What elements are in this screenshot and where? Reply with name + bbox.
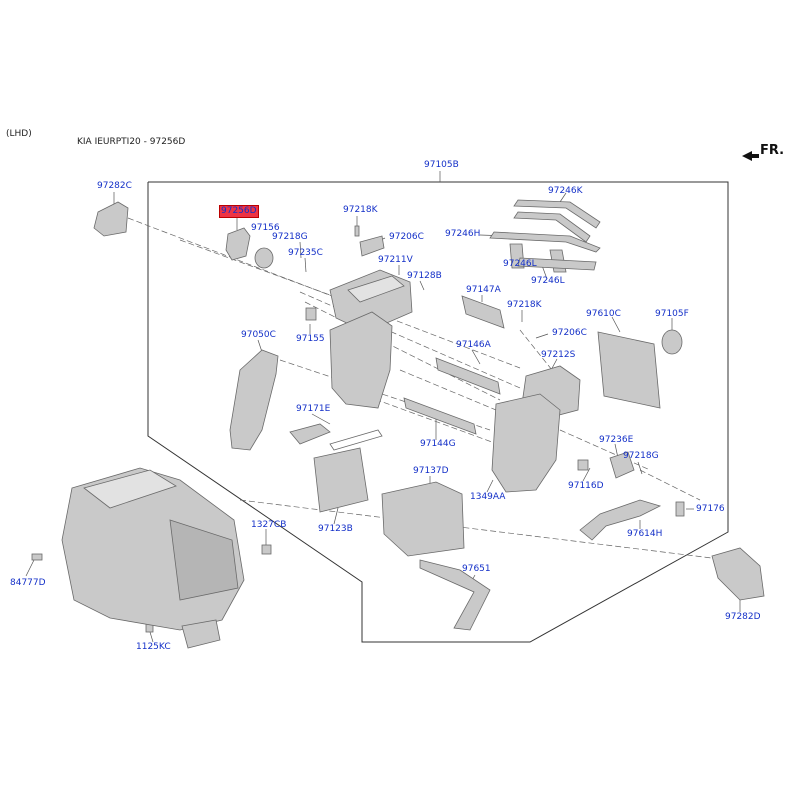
part-1327CB — [261, 544, 272, 555]
part-97282D — [711, 547, 765, 601]
callout-97147A[interactable]: 97147A — [466, 285, 501, 295]
callout-97105B[interactable]: 97105B — [424, 160, 459, 170]
part-97144G — [403, 397, 477, 435]
callout-97156[interactable]: 97156 — [251, 223, 280, 233]
callout-97282C[interactable]: 97282C — [97, 181, 132, 191]
part-case-right — [491, 393, 561, 493]
part-97176 — [675, 501, 685, 517]
callout-97176[interactable]: 97176 — [696, 504, 725, 514]
callout-97137D[interactable]: 97137D — [413, 466, 449, 476]
part-97156 — [254, 247, 274, 269]
part-97246H — [489, 231, 601, 253]
callout-97116D[interactable]: 97116D — [568, 481, 604, 491]
callout-97235C[interactable]: 97235C — [288, 248, 323, 258]
callout-97218K-mid[interactable]: 97218K — [507, 300, 542, 310]
callout-97212S[interactable]: 97212S — [541, 350, 576, 360]
part-97171E — [289, 423, 331, 445]
part-97147A — [461, 295, 505, 329]
callout-97105F[interactable]: 97105F — [655, 309, 689, 319]
part-97050C — [229, 349, 279, 451]
part-97146A — [435, 357, 501, 395]
front-direction-label: FR. — [760, 143, 785, 158]
callout-97211V[interactable]: 97211V — [378, 255, 413, 265]
callout-97206C-mid[interactable]: 97206C — [552, 328, 587, 338]
callout-97236E[interactable]: 97236E — [599, 435, 634, 445]
callout-97246L-right[interactable]: 97246L — [531, 276, 565, 286]
callout-97246L-left[interactable]: 97246L — [503, 259, 537, 269]
callout-97146A[interactable]: 97146A — [456, 340, 491, 350]
callout-97155[interactable]: 97155 — [296, 334, 325, 344]
orientation-label: (LHD) — [6, 129, 32, 139]
part-case-center — [329, 311, 393, 409]
callout-97218G-left[interactable]: 97218G — [272, 232, 308, 242]
part-97610C — [597, 331, 661, 409]
callout-97256D-highlighted[interactable]: 97256D — [219, 205, 259, 218]
part-97116D — [577, 459, 589, 471]
callout-97282D[interactable]: 97282D — [725, 612, 761, 622]
callout-1327CB[interactable]: 1327CB — [251, 520, 287, 530]
callout-97218G-right[interactable]: 97218G — [623, 451, 659, 461]
part-97246K — [513, 199, 601, 229]
callout-1125KC[interactable]: 1125KC — [136, 642, 171, 652]
front-arrow-icon — [742, 151, 759, 161]
callout-97171E[interactable]: 97171E — [296, 404, 331, 414]
callout-97614H[interactable]: 97614H — [627, 529, 663, 539]
callout-97218K-top[interactable]: 97218K — [343, 205, 378, 215]
callout-97144G[interactable]: 97144G — [420, 439, 456, 449]
part-97218K-a — [354, 225, 360, 237]
callout-97610C[interactable]: 97610C — [586, 309, 621, 319]
part-97137D — [381, 481, 465, 557]
part-97105F — [661, 329, 683, 355]
callout-97123B[interactable]: 97123B — [318, 524, 353, 534]
part-97206C-a — [359, 235, 385, 257]
callout-97651[interactable]: 97651 — [462, 564, 491, 574]
callout-1349AA[interactable]: 1349AA — [470, 492, 506, 502]
part-97236E — [609, 451, 635, 479]
callout-97206C-top[interactable]: 97206C — [389, 232, 424, 242]
part-84777D — [31, 553, 43, 561]
part-97614H — [579, 499, 662, 541]
callout-84777D[interactable]: 84777D — [10, 578, 46, 588]
assembly-boundary — [147, 181, 729, 643]
part-97651 — [419, 559, 491, 631]
part-97123B — [313, 447, 369, 513]
callout-97246K[interactable]: 97246K — [548, 186, 583, 196]
parts — [31, 199, 765, 649]
model-code-label: KIA IEURPTI20 - 97256D — [77, 137, 186, 147]
callout-97246H[interactable]: 97246H — [445, 229, 481, 239]
callout-97050C[interactable]: 97050C — [241, 330, 276, 340]
part-97256D — [225, 227, 251, 261]
callout-97128B[interactable]: 97128B — [407, 271, 442, 281]
part-97282C — [93, 201, 129, 237]
part-97155 — [305, 307, 317, 321]
